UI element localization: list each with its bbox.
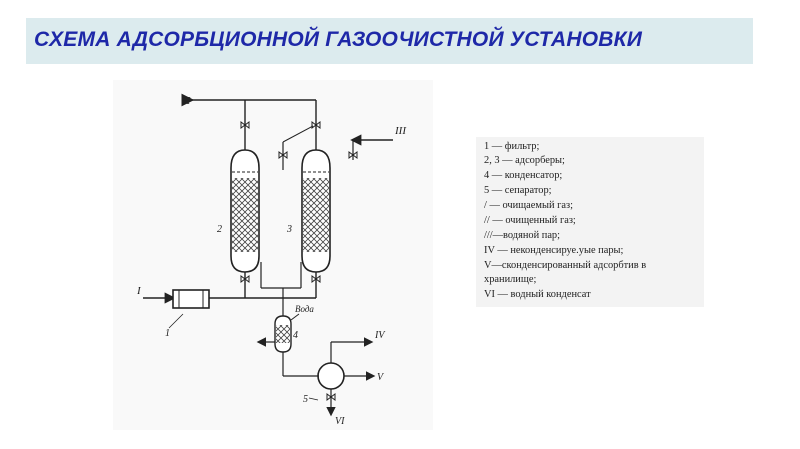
legend-item: / — очищаемый газ; xyxy=(484,200,573,211)
condenser-4 xyxy=(256,308,319,377)
label-condensate: VI xyxy=(335,416,345,427)
label-vapors: IV xyxy=(374,330,386,341)
label-adsorber-3: 3 xyxy=(286,224,292,235)
legend-item: 5 — сепаратор; xyxy=(484,185,552,196)
legend-item: ///—водяной пар; xyxy=(484,230,561,241)
label-inlet-gas: I xyxy=(136,285,142,297)
legend-item: // — очищенный газ; xyxy=(484,215,576,226)
adsorber-2 xyxy=(230,149,260,273)
label-water: Вода xyxy=(295,304,314,314)
label-steam: III xyxy=(394,125,407,137)
legend-panel: 1 — фильтр; 2, 3 — адсорберы; 4 — конден… xyxy=(476,137,704,307)
clean-gas-line xyxy=(181,93,321,150)
legend-item: IV — неконденсируе.уые пары; xyxy=(484,245,624,256)
label-adsorber-2: 2 xyxy=(217,224,222,235)
label-filter: 1 xyxy=(165,328,170,339)
steam-line xyxy=(278,125,393,170)
legend-item: V—сконденсированный адсорбтив в xyxy=(484,260,647,271)
legend-item: 4 — конденсатор; xyxy=(484,170,563,181)
legend-item: 1 — фильтр; xyxy=(484,141,540,152)
legend-item: 2, 3 — адсорберы; xyxy=(484,155,565,166)
legend-item: VI — водный конденсат xyxy=(484,289,591,300)
legend-item: хранилище; xyxy=(484,274,537,285)
bottom-piping xyxy=(143,262,321,308)
filter-1 xyxy=(168,289,210,329)
label-condenser: 4 xyxy=(293,330,298,341)
separator-5 xyxy=(308,337,376,417)
label-clean-gas: II xyxy=(182,95,192,107)
adsorber-3 xyxy=(301,149,331,273)
page-title: СХЕМА АДСОРБЦИОННОЙ ГАЗООЧИСТНОЙ УСТАНОВ… xyxy=(34,28,643,51)
diagram-svg: II III I 2 3 1 4 5 Вода IV V VI xyxy=(136,93,407,427)
process-diagram: II III I 2 3 1 4 5 Вода IV V VI xyxy=(113,80,433,430)
label-adsorbate: V xyxy=(377,372,385,383)
label-separator: 5 xyxy=(303,394,308,405)
title-band: СХЕМА АДСОРБЦИОННОЙ ГАЗООЧИСТНОЙ УСТАНОВ… xyxy=(26,18,753,64)
